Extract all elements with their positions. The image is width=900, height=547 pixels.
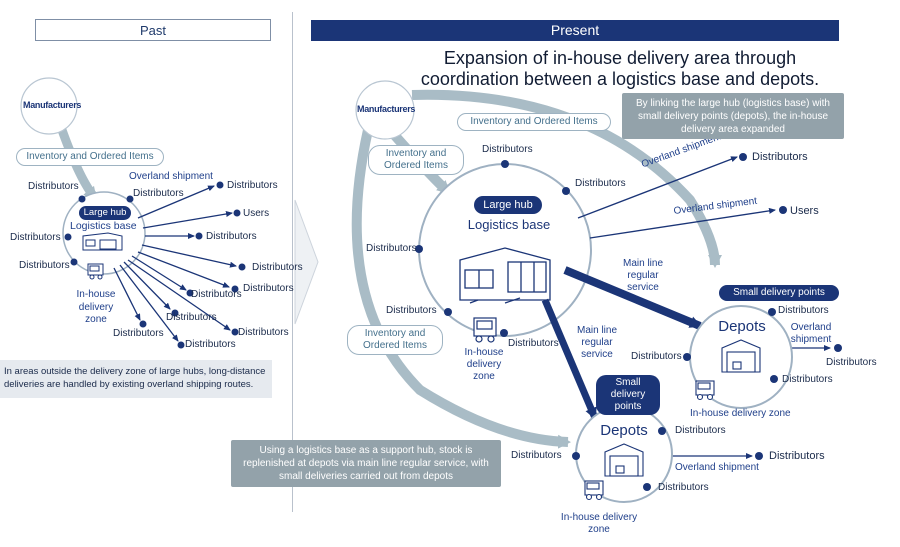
past-inventory-pill: Inventory and Ordered Items xyxy=(16,148,164,166)
past-distributors-2: Distributors xyxy=(133,188,184,199)
past-manufacturers-label: Manufacturers xyxy=(23,100,82,110)
present-distributors-13: Distributors xyxy=(658,482,709,493)
past-distributors-4: Distributors xyxy=(19,260,70,271)
depot-bottom-building-icon xyxy=(604,443,644,477)
past-distributors-12: Distributors xyxy=(113,328,164,339)
past-users-label: Users xyxy=(243,208,270,219)
present-header: Present xyxy=(311,20,839,41)
past-distributors-8: Distributors xyxy=(243,283,294,294)
present-hub-tag: Large hub xyxy=(474,196,542,214)
present-distributors-3: Distributors xyxy=(366,243,417,254)
present-graphics xyxy=(351,80,842,503)
present-inventory-left-pill: Inventory and Ordered Items xyxy=(368,145,464,175)
depot-right-truck-icon xyxy=(695,380,715,401)
past-overland-label: Overland shipment xyxy=(129,171,213,182)
callout-top: By linking the large hub (logistics base… xyxy=(622,93,844,139)
past-distributors-1: Distributors xyxy=(28,181,79,192)
present-distributors-6: Distributors xyxy=(752,151,808,163)
present-distributors-9: Distributors xyxy=(826,357,877,368)
past-manufacturers-circle xyxy=(20,77,78,135)
present-distributors-8: Distributors xyxy=(631,351,682,362)
present-manufacturers-circle xyxy=(355,80,415,140)
page-title: Expansion of in-house delivery area thro… xyxy=(410,48,830,90)
small-points-pill-2: Small delivery points xyxy=(596,375,660,415)
past-distributors-13: Distributors xyxy=(185,339,236,350)
past-note: In areas outside the delivery zone of la… xyxy=(0,360,272,398)
main-line-label-2: Main line regular service xyxy=(576,325,618,360)
past-hub-tag: Large hub xyxy=(79,206,131,220)
small-points-pill-1: Small delivery points xyxy=(719,285,839,301)
present-distributors-5: Distributors xyxy=(508,338,559,349)
present-manufacturers-label: Manufacturers xyxy=(357,104,416,114)
present-distributors-12: Distributors xyxy=(511,450,562,461)
present-hub-truck-icon xyxy=(473,317,497,343)
past-distributors-11: Distributors xyxy=(238,327,289,338)
present-inventory-bottom-pill: Inventory and Ordered Items xyxy=(347,325,443,355)
present-distributors-10: Distributors xyxy=(782,374,833,385)
title-line-2: coordination between a logistics base an… xyxy=(420,69,820,89)
present-overland-4: Overland shipment xyxy=(790,322,832,345)
callout-bottom: Using a logistics base as a support hub,… xyxy=(231,440,501,487)
present-inventory-top-pill: Inventory and Ordered Items xyxy=(457,113,611,131)
present-distributors-1: Distributors xyxy=(482,144,533,155)
past-distributors-3: Distributors xyxy=(10,232,61,243)
present-users-label: Users xyxy=(790,205,819,217)
main-line-label-1: Main line regular service xyxy=(622,258,664,293)
past-graphics xyxy=(20,77,246,349)
past-distributors-6: Distributors xyxy=(206,231,257,242)
present-hub-zone-label: In-house delivery zone xyxy=(464,347,504,382)
depot-right-building-icon xyxy=(721,339,761,373)
past-truck-icon xyxy=(87,263,104,280)
past-distributors-7: Distributors xyxy=(252,262,303,273)
present-distributors-2: Distributors xyxy=(575,178,626,189)
present-distributors-7: Distributors xyxy=(778,305,829,316)
section-divider xyxy=(292,12,293,512)
past-distributors-10: Distributors xyxy=(166,312,217,323)
present-distributors-11: Distributors xyxy=(675,425,726,436)
depot-bottom-zone-label: In-house delivery zone xyxy=(560,512,638,535)
present-distributors-4: Distributors xyxy=(386,305,437,316)
panel-chevron xyxy=(294,199,319,325)
past-hub-label: Logistics base xyxy=(70,220,137,232)
present-hub-label: Logistics base xyxy=(467,217,551,232)
past-distributors-5: Distributors xyxy=(227,180,278,191)
depot-right-zone-label: In-house delivery zone xyxy=(690,408,791,419)
depot-bottom-label: Depots xyxy=(600,422,648,439)
present-distributors-14: Distributors xyxy=(769,450,825,462)
depot-bottom-truck-icon xyxy=(584,480,604,501)
present-overland-3: Overland shipment xyxy=(675,462,759,473)
past-header: Past xyxy=(35,19,271,41)
past-distributors-9: Distributors xyxy=(191,289,242,300)
present-building-icon xyxy=(459,247,551,304)
title-line-1: Expansion of in-house delivery area thro… xyxy=(443,48,797,68)
depot-right-label: Depots xyxy=(718,318,766,335)
past-zone-label: In-house delivery zone xyxy=(76,289,116,325)
